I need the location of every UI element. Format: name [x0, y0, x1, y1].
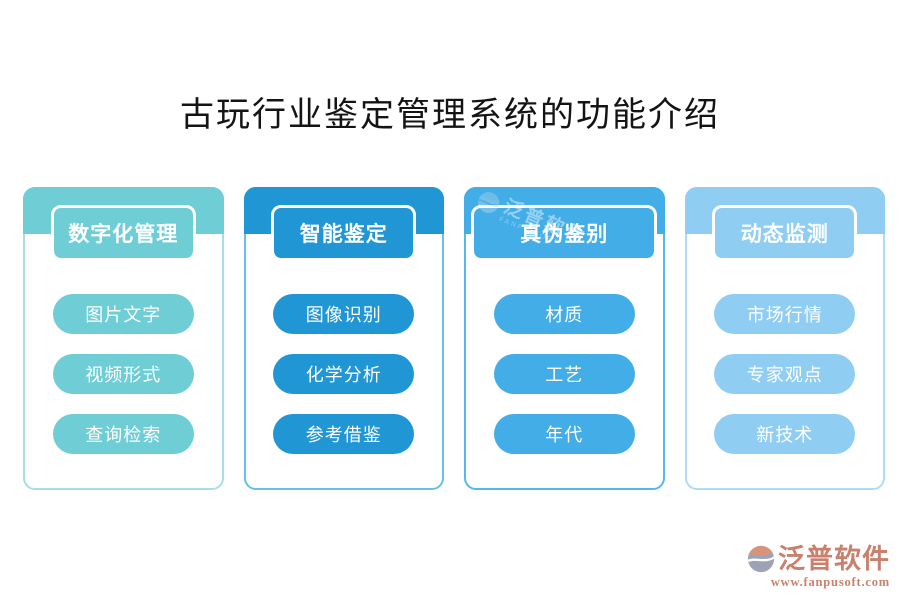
- feature-pill-label: 工艺: [545, 365, 584, 385]
- feature-pill: 市场行情: [714, 294, 856, 334]
- feature-pill-label: 新技术: [756, 425, 814, 445]
- feature-pill-label: 图像识别: [305, 305, 382, 325]
- card-header: 真伪鉴别: [471, 205, 658, 261]
- feature-pill: 视频形式: [52, 354, 194, 394]
- feature-pill-label: 参考借鉴: [305, 425, 382, 445]
- feature-pill: 图片文字: [52, 294, 194, 334]
- feature-pill: 材质: [493, 294, 635, 334]
- card-items: 市场行情 专家观点 新技术: [687, 294, 884, 454]
- feature-pill: 图像识别: [273, 294, 415, 334]
- feature-card-dynamic-monitoring: 动态监测 市场行情 专家观点 新技术: [684, 187, 885, 490]
- feature-pill: 查询检索: [52, 414, 194, 454]
- page-title: 古玩行业鉴定管理系统的功能介绍: [180, 96, 720, 134]
- card-items: 材质 工艺 年代: [466, 294, 663, 454]
- brand-row: 泛普软件: [746, 544, 890, 574]
- feature-pill-label: 市场行情: [746, 305, 823, 325]
- feature-pill-label: 查询检索: [85, 425, 162, 445]
- card-header: 数字化管理: [50, 205, 196, 261]
- feature-pill-label: 图片文字: [85, 305, 162, 325]
- feature-card-authenticity-identification: 泛普软件 FANPU SOFT 真伪鉴别 材质 工艺 年代: [464, 187, 665, 490]
- feature-pill-label: 化学分析: [305, 365, 382, 385]
- fanpu-logo-icon: [747, 545, 775, 573]
- card-header: 智能鉴定: [271, 205, 417, 261]
- feature-pill: 新技术: [714, 414, 856, 454]
- feature-card-intelligent-appraisal: 智能鉴定 图像识别 化学分析 参考借鉴: [243, 187, 444, 490]
- card-items: 图像识别 化学分析 参考借鉴: [246, 294, 443, 454]
- feature-pill-label: 年代: [545, 425, 584, 445]
- feature-pill: 工艺: [493, 354, 635, 394]
- feature-pill: 化学分析: [273, 354, 415, 394]
- brand-url: www.fanpusoft.com: [770, 575, 890, 589]
- brand-name: 泛普软件: [778, 543, 890, 574]
- feature-pill-label: 专家观点: [746, 365, 823, 385]
- card-header-label: 数字化管理: [68, 222, 179, 246]
- card-header-label: 真伪鉴别: [520, 222, 609, 246]
- card-header-label: 动态监测: [740, 222, 829, 246]
- card-header: 动态监测: [712, 205, 858, 261]
- feature-pill-label: 视频形式: [85, 365, 162, 385]
- feature-card-digital-management: 数字化管理 图片文字 视频形式 查询检索: [23, 187, 224, 490]
- card-items: 图片文字 视频形式 查询检索: [25, 294, 222, 454]
- feature-pill: 专家观点: [714, 354, 856, 394]
- card-header-label: 智能鉴定: [299, 222, 388, 246]
- brand-footer: 泛普软件 www.fanpusoft.com: [746, 544, 890, 590]
- feature-pill: 参考借鉴: [273, 414, 415, 454]
- feature-pill-label: 材质: [545, 305, 584, 325]
- feature-columns: 数字化管理 图片文字 视频形式 查询检索 智能鉴定: [23, 187, 885, 490]
- feature-pill: 年代: [493, 414, 635, 454]
